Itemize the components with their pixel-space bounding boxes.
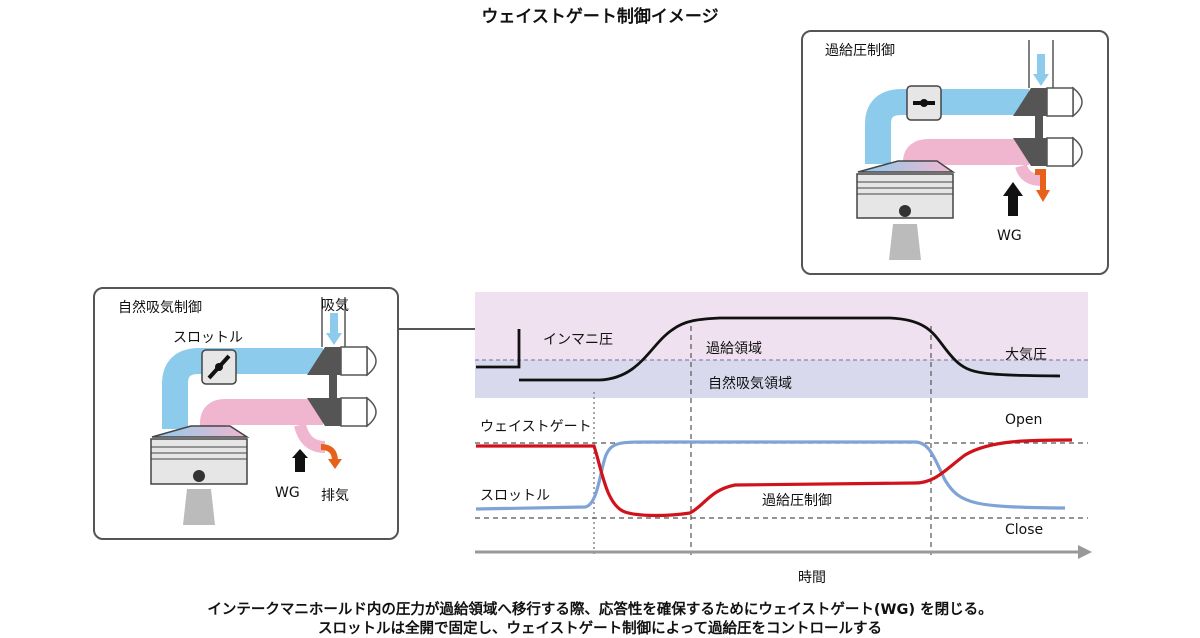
throttle-valve-icon xyxy=(201,349,237,385)
close-label: Close xyxy=(1005,522,1044,538)
wastegate-curve xyxy=(476,438,1073,518)
throttle-graph-label: スロットル xyxy=(480,488,550,504)
boost-panel-title: 過給圧制御 xyxy=(825,43,895,59)
turbine-wheel xyxy=(307,398,341,426)
boost-control-label: 過給圧制御 xyxy=(762,493,832,509)
exhaust-arrow-icon xyxy=(320,444,342,469)
manifold-pressure-label: インマニ圧 xyxy=(543,332,613,348)
intake-arrow-icon xyxy=(1033,54,1049,86)
turbine-end xyxy=(1072,136,1083,168)
turbine-end xyxy=(366,396,377,428)
boost-control-panel: 過給圧制御 WG xyxy=(801,30,1109,275)
caption-line-1: インテークマニホールド内の圧力が過給領域へ移行する際、応答性を確保するためにウェ… xyxy=(207,602,993,618)
wastegate-label: ウェイストゲート xyxy=(480,419,592,435)
exhaust-label: 排気 xyxy=(321,488,349,504)
wastegate-arrow-icon xyxy=(1003,182,1023,216)
boost-region-label: 過給領域 xyxy=(706,341,762,357)
boost-region-band xyxy=(475,292,1088,360)
turbine-wheel xyxy=(1013,138,1047,166)
throttle-valve-icon xyxy=(906,85,942,121)
manifold-pressure-curve xyxy=(476,316,1061,382)
na-region-label: 自然吸気領域 xyxy=(708,376,792,392)
exhaust-arrow-icon xyxy=(1035,169,1050,202)
atmospheric-label: 大気圧 xyxy=(1005,347,1047,363)
intake-pipe xyxy=(162,348,323,429)
na-engine-illustration xyxy=(150,297,377,525)
intake-arrow-icon xyxy=(326,313,342,345)
engine-head xyxy=(857,160,956,173)
engine-cylinder-icon xyxy=(856,173,954,260)
exhaust-outlet-pipe xyxy=(1015,163,1042,186)
time-axis-label: 時間 xyxy=(798,570,826,586)
na-wg-label: WG xyxy=(275,485,300,501)
na-control-panel: 自然吸気制御 吸気 スロットル WG 排気 xyxy=(93,287,399,540)
compressor-wheel xyxy=(307,347,341,375)
engine-head xyxy=(151,425,250,438)
exhaust-pipe xyxy=(200,399,323,437)
engine-cylinder-icon xyxy=(150,438,248,525)
throttle-label: スロットル xyxy=(173,330,243,346)
compressor-wheel xyxy=(1013,88,1047,116)
diagram-title: ウェイストゲート制御イメージ xyxy=(481,7,719,27)
open-label: Open xyxy=(1005,412,1043,428)
wastegate-arrow-icon xyxy=(292,449,308,472)
boost-engine-illustration xyxy=(856,40,1083,260)
boost-wg-label: WG xyxy=(997,228,1022,244)
throttle-curve xyxy=(475,440,1066,511)
time-axis-arrow xyxy=(475,545,1092,559)
caption-line-2: スロットルは全開で固定し、ウェイストゲート制御によって過給圧をコントロールする xyxy=(318,621,882,637)
intake-label: 吸気 xyxy=(321,298,349,314)
turbo-shaft xyxy=(329,373,337,401)
intake-pipe xyxy=(865,89,1029,164)
turbo-shaft xyxy=(1035,114,1043,140)
na-panel-title: 自然吸気制御 xyxy=(118,300,202,316)
